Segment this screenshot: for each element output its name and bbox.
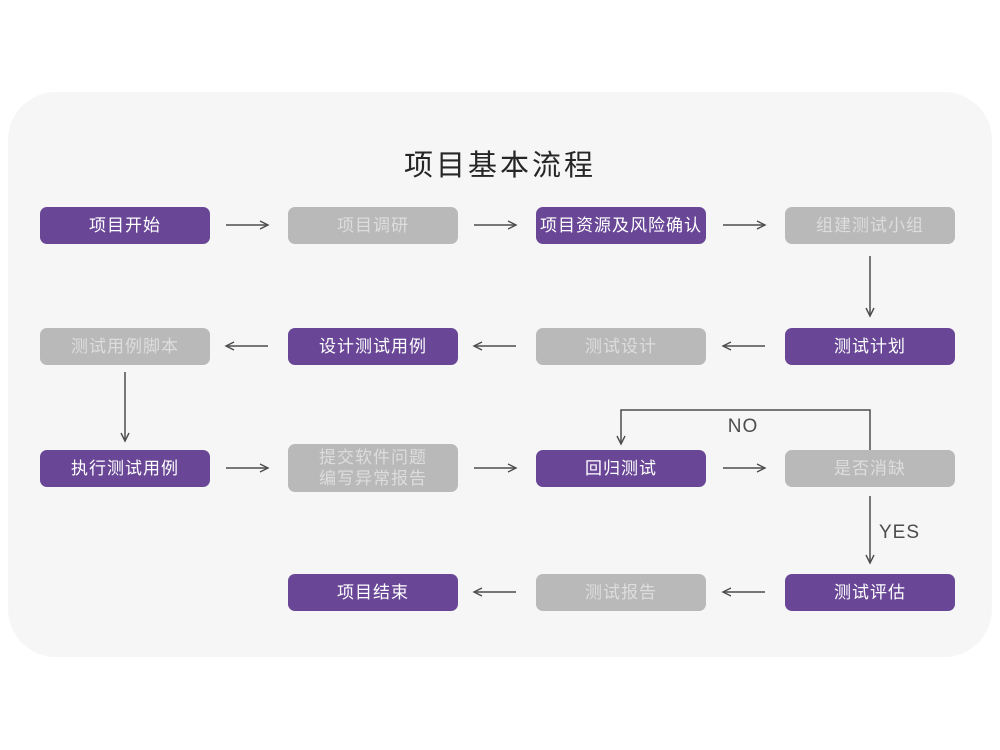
branch-label-yes: YES xyxy=(879,522,921,543)
node-regression-test: 回归测试 xyxy=(536,450,706,487)
node-test-case-script: 测试用例脚本 xyxy=(40,328,210,365)
node-submit-issue-report: 提交软件问题 编写异常报告 xyxy=(288,444,458,492)
node-resources-risk: 项目资源及风险确认 xyxy=(536,207,706,244)
node-execute-test-case: 执行测试用例 xyxy=(40,450,210,487)
node-design-test-case: 设计测试用例 xyxy=(288,328,458,365)
node-project-end: 项目结束 xyxy=(288,574,458,611)
node-test-report: 测试报告 xyxy=(536,574,706,611)
page-title: 项目基本流程 xyxy=(403,150,596,182)
flowchart-card xyxy=(8,92,992,657)
node-test-design: 测试设计 xyxy=(536,328,706,365)
node-test-evaluation: 测试评估 xyxy=(785,574,955,611)
node-project-start: 项目开始 xyxy=(40,207,210,244)
node-build-test-team: 组建测试小组 xyxy=(785,207,955,244)
node-test-plan: 测试计划 xyxy=(785,328,955,365)
branch-label-no: NO xyxy=(727,416,759,437)
node-project-research: 项目调研 xyxy=(288,207,458,244)
node-defect-resolved: 是否消缺 xyxy=(785,450,955,487)
